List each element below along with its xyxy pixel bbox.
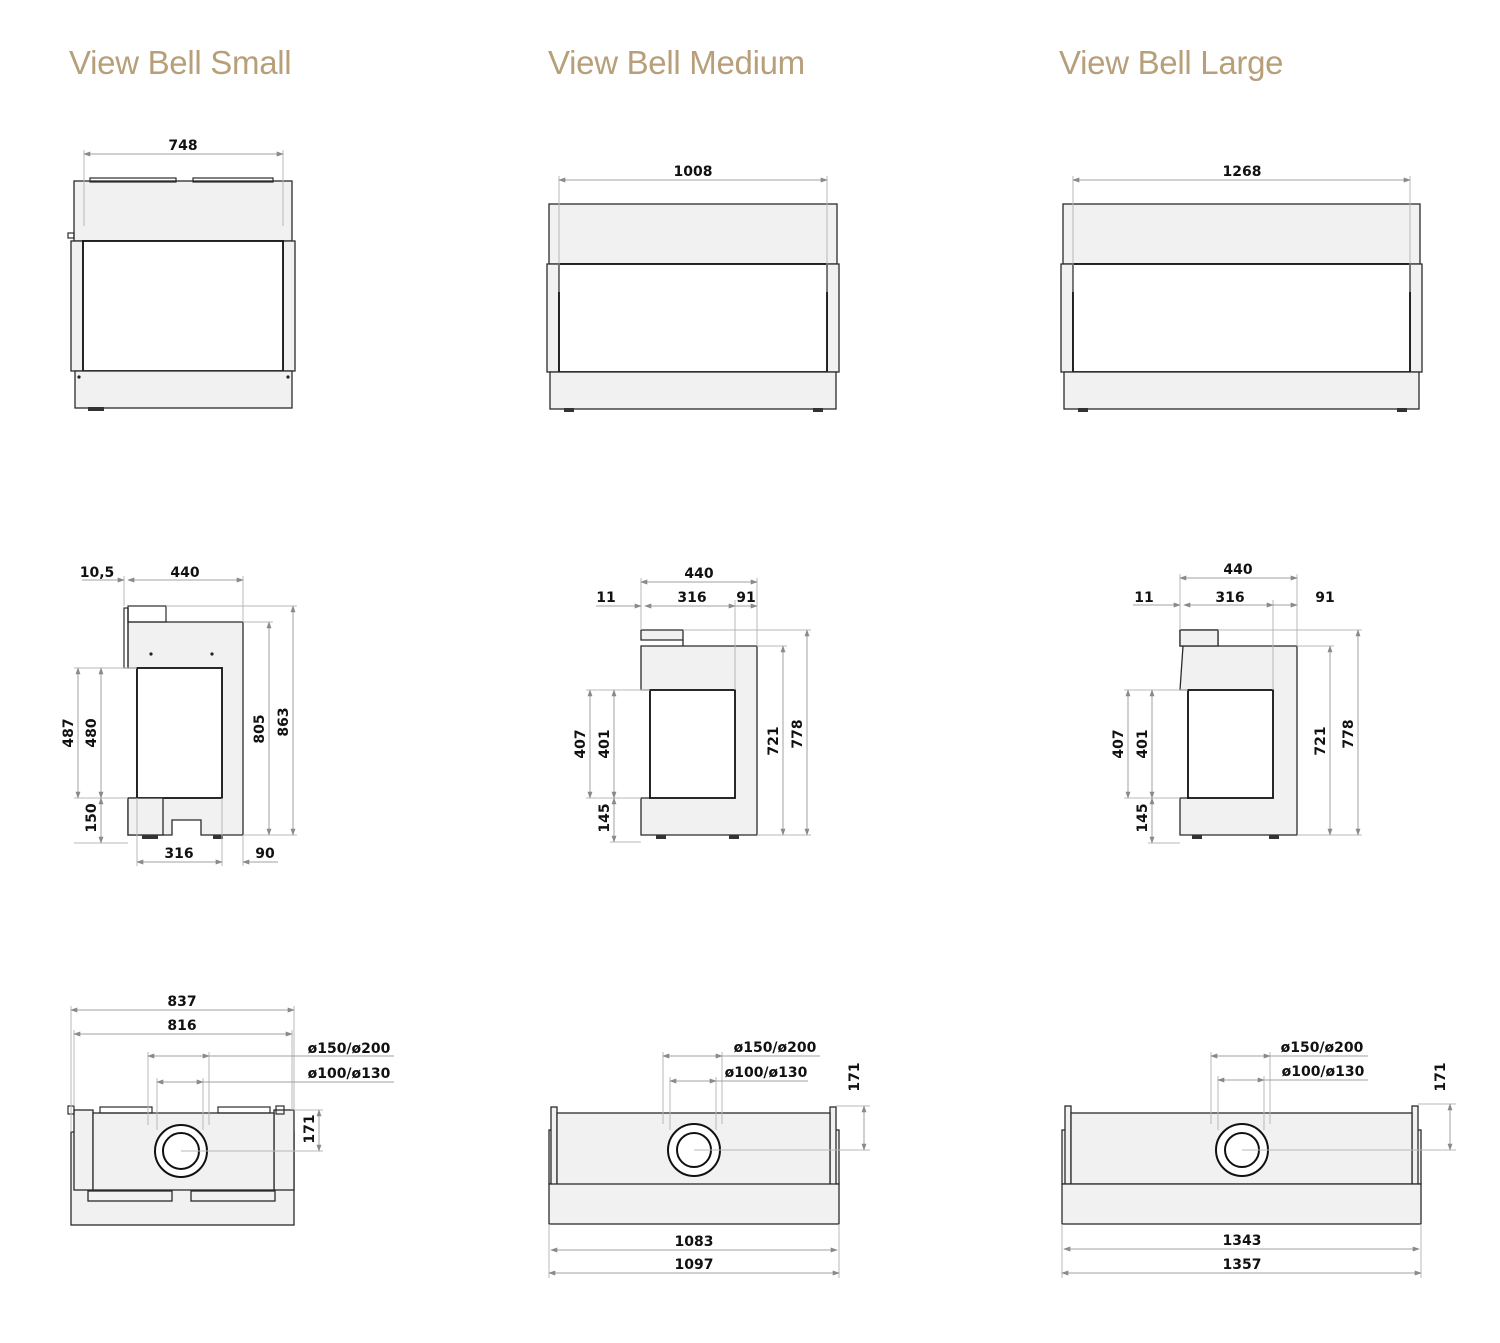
large-side-721-label: 721	[1313, 726, 1329, 755]
large-front-width-label: 1268	[1223, 164, 1262, 180]
small-side-view: 10,5 440 487 480 150 805 863 316 90	[61, 565, 297, 866]
large-side-401-label: 401	[1135, 729, 1151, 758]
large-side-316-label: 316	[1215, 590, 1244, 606]
large-top-1343-label: 1343	[1223, 1233, 1262, 1249]
small-top-171-label: 171	[302, 1114, 318, 1143]
medium-side-91-label: 91	[736, 590, 755, 606]
small-top-flue-inner-label: ø100/ø130	[308, 1066, 391, 1082]
large-side-11-label: 11	[1134, 590, 1153, 606]
small-side-depth-label: 440	[170, 565, 199, 581]
small-top-view: 837 816 ø150/ø200 ø100/ø130 171	[67, 994, 394, 1226]
title-view-bell-large: View Bell Large	[1059, 44, 1284, 81]
small-front-width-label: 748	[168, 138, 197, 154]
small-side-316-label: 316	[164, 846, 193, 862]
large-top-flue-outer-label: ø150/ø200	[1281, 1040, 1364, 1056]
small-side-863-label: 863	[276, 707, 292, 736]
small-side-offset-label: 10,5	[80, 565, 115, 581]
medium-top-view: ø150/ø200 ø100/ø130 171 1083 1097	[548, 1040, 870, 1278]
small-front-view: 748	[67, 138, 296, 411]
medium-top-1097-label: 1097	[675, 1257, 714, 1273]
medium-side-145-label: 145	[597, 803, 613, 832]
large-top-171-label: 171	[1433, 1062, 1449, 1091]
medium-side-778-label: 778	[790, 719, 806, 748]
large-side-91-label: 91	[1315, 590, 1334, 606]
medium-front-view: 1008	[546, 164, 840, 412]
small-side-90-label: 90	[255, 846, 275, 862]
large-side-depth-label: 440	[1223, 562, 1252, 578]
small-side-150-label: 150	[84, 803, 100, 832]
large-side-778-label: 778	[1341, 719, 1357, 748]
medium-front-width-label: 1008	[674, 164, 713, 180]
large-top-flue-inner-label: ø100/ø130	[1282, 1064, 1365, 1080]
medium-top-flue-outer-label: ø150/ø200	[734, 1040, 817, 1056]
small-side-487-label: 487	[61, 718, 77, 747]
title-view-bell-small: View Bell Small	[69, 44, 292, 81]
small-top-837-label: 837	[167, 994, 196, 1010]
medium-side-view: 440 11 316 91 407 401 145 721 778	[573, 566, 811, 843]
large-side-407-label: 407	[1111, 729, 1127, 758]
large-front-view: 1268	[1060, 164, 1423, 412]
large-top-1357-label: 1357	[1223, 1257, 1262, 1273]
title-view-bell-medium: View Bell Medium	[548, 44, 805, 81]
medium-side-401-label: 401	[597, 729, 613, 758]
medium-side-316-label: 316	[677, 590, 706, 606]
medium-top-171-label: 171	[847, 1062, 863, 1091]
medium-top-1083-label: 1083	[675, 1234, 714, 1250]
small-top-816-label: 816	[167, 1018, 196, 1034]
medium-top-flue-inner-label: ø100/ø130	[725, 1065, 808, 1081]
medium-side-721-label: 721	[766, 726, 782, 755]
medium-side-depth-label: 440	[684, 566, 713, 582]
large-side-view: 440 11 316 91 407 401 145 721 778	[1111, 562, 1362, 844]
medium-side-11-label: 11	[596, 590, 615, 606]
small-top-flue-outer-label: ø150/ø200	[308, 1041, 391, 1057]
medium-side-407-label: 407	[573, 729, 589, 758]
large-side-145-label: 145	[1135, 803, 1151, 832]
large-top-view: ø150/ø200 ø100/ø130 171 1343 1357	[1061, 1040, 1456, 1278]
small-side-805-label: 805	[252, 714, 268, 743]
small-side-480-label: 480	[84, 718, 100, 747]
